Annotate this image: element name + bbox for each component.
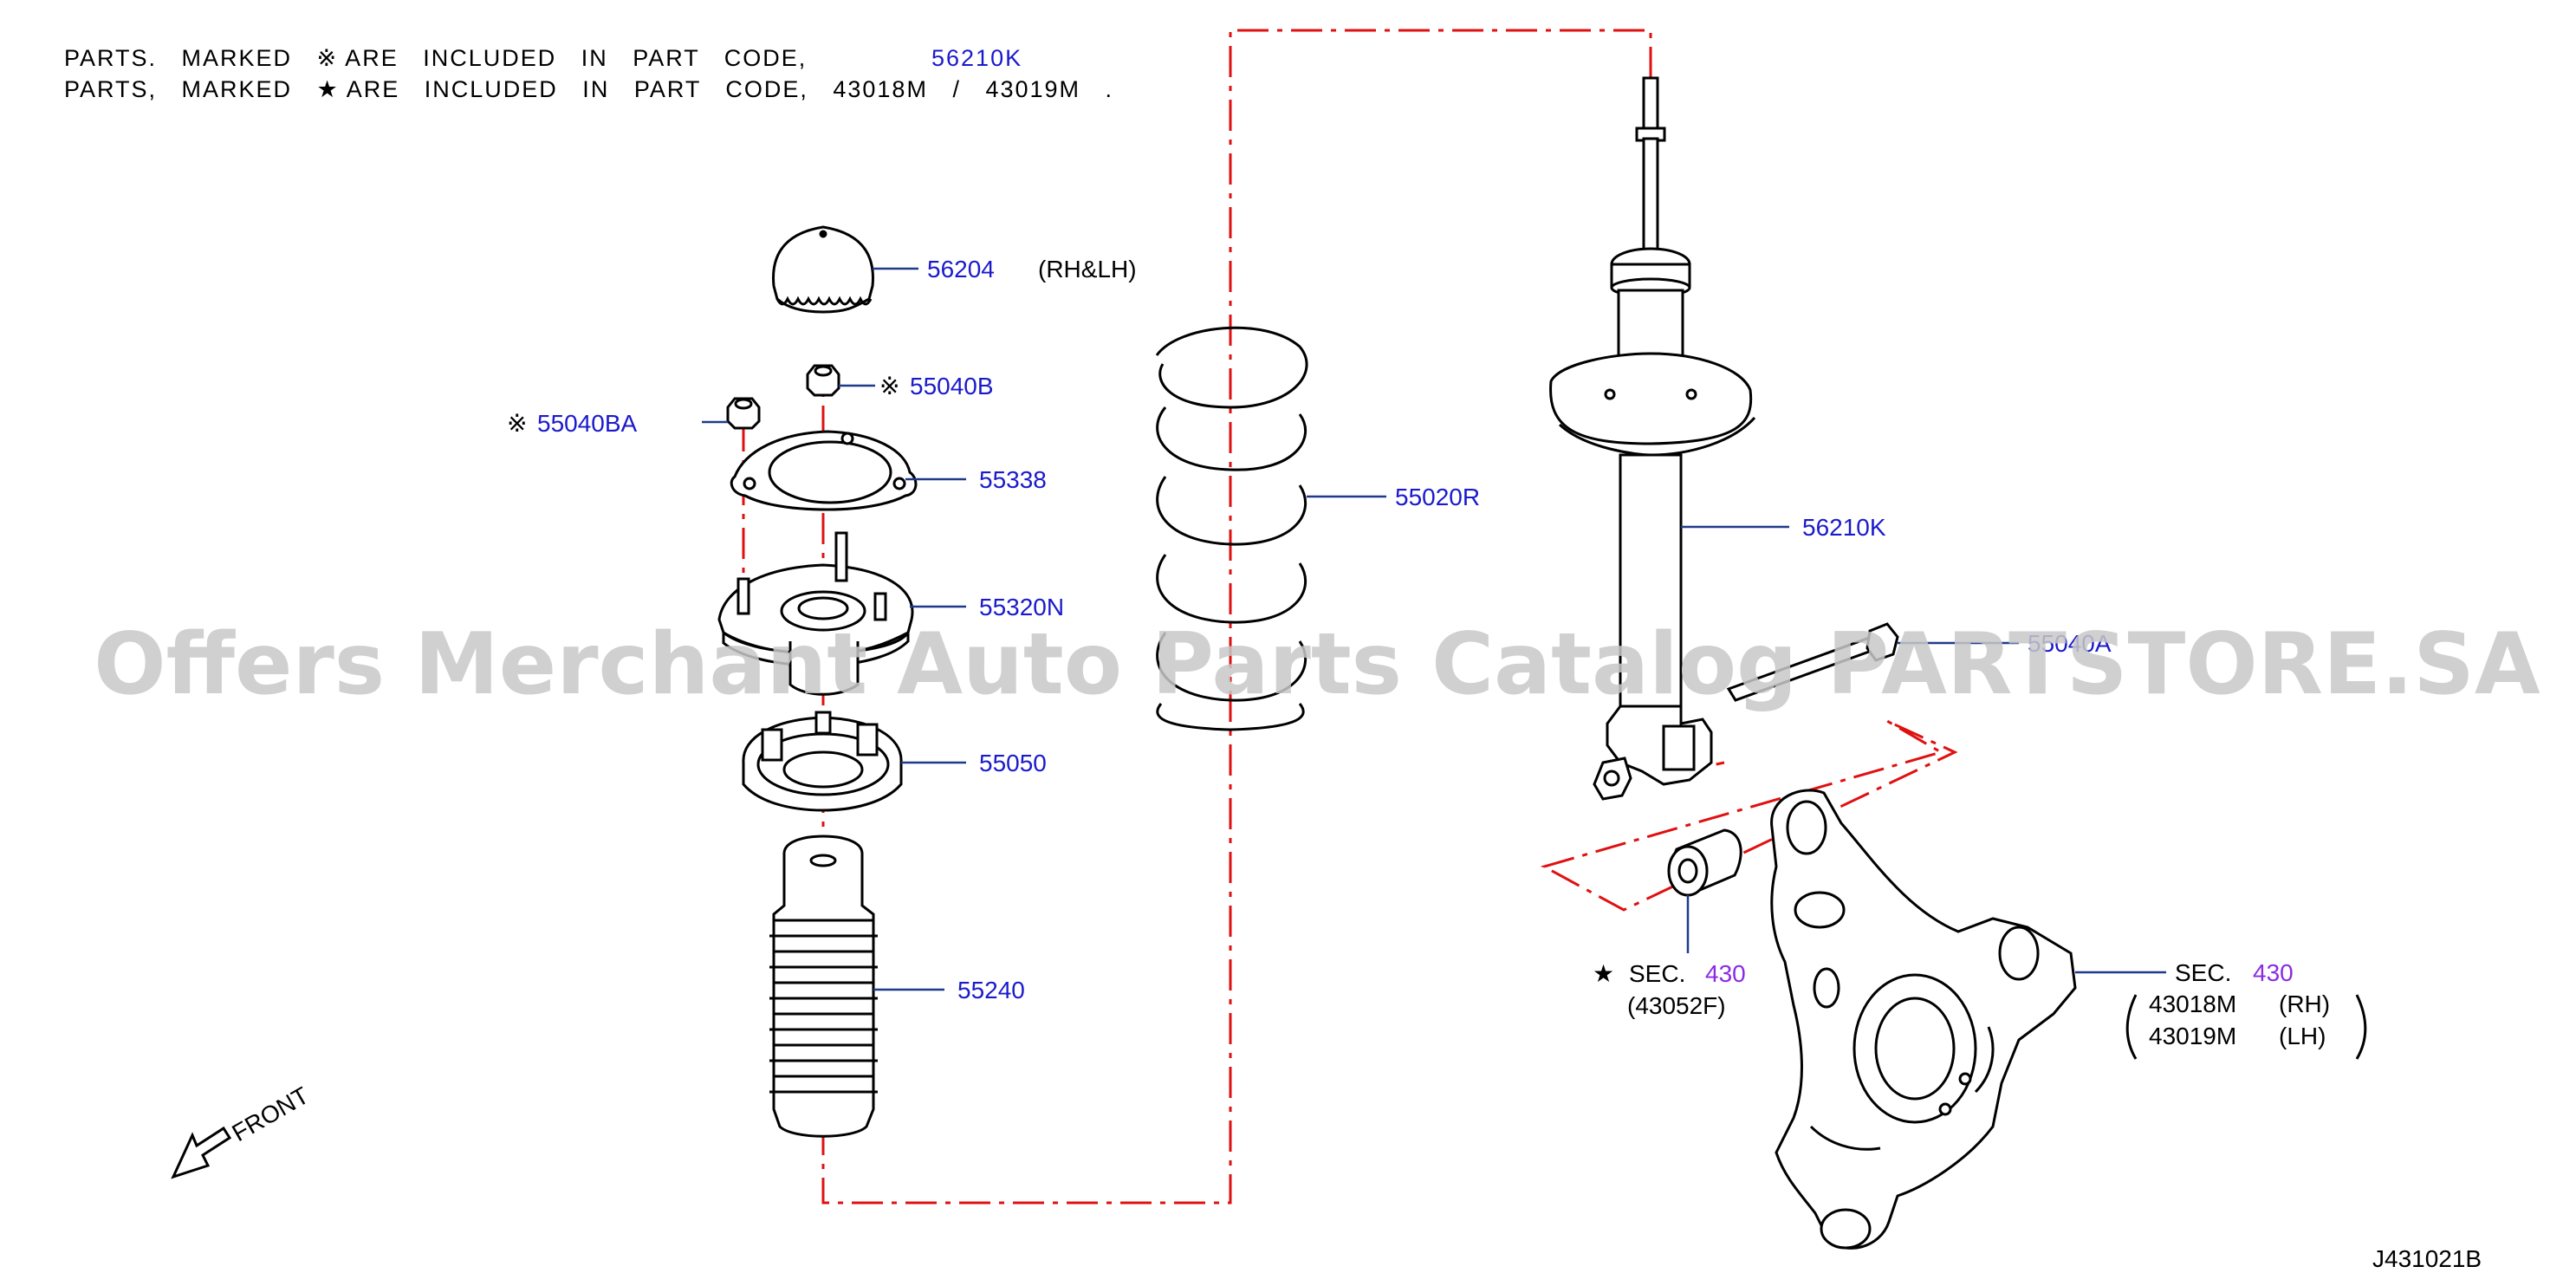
nut-55040BA[interactable] (726, 397, 761, 430)
diagram-code: J431021B (2372, 1245, 2482, 1272)
callout-bushing-sec-num[interactable]: 430 (1705, 960, 1746, 987)
callout-56204[interactable]: 56204 (927, 256, 995, 283)
callout-55040BA-mark: ※ (507, 410, 527, 437)
left-paren (2125, 994, 2138, 1060)
callout-56204-note: (RH&LH) (1038, 256, 1137, 283)
callout-55240[interactable]: 55240 (957, 977, 1025, 1003)
header-line-2: PARTS, MARKED ★ ARE INCLUDED IN PART COD… (64, 76, 1114, 102)
seat-55050[interactable] (742, 711, 903, 812)
header-line-1: PARTS. MARKED ※ ARE INCLUDED IN PART COD… (64, 45, 1021, 72)
callout-55020R[interactable]: 55020R (1395, 484, 1480, 510)
callout-bushing-star: ★ (1593, 960, 1614, 987)
callout-43019M[interactable]: 43019M (2149, 1023, 2236, 1049)
front-arrow-icon (171, 1126, 232, 1179)
callout-55320N[interactable]: 55320N (979, 594, 1064, 620)
callout-55050[interactable]: 55050 (979, 750, 1047, 776)
strut-56210K[interactable] (1549, 76, 1756, 801)
callout-55040B[interactable]: 55040B (910, 373, 994, 399)
boot-55240[interactable] (769, 835, 878, 1138)
callout-43018M-side: (RH) (2279, 990, 2330, 1017)
header-part-code-link[interactable]: 56210K (931, 45, 1023, 71)
callout-43018M[interactable]: 43018M (2149, 990, 2236, 1017)
bolt-55040A[interactable] (1726, 622, 1899, 702)
callout-55040A[interactable]: 55040A (2028, 630, 2112, 657)
cap-56204[interactable] (772, 225, 874, 314)
bushing-43052F[interactable] (1667, 828, 1742, 897)
callout-55040B-mark: ※ (879, 373, 899, 399)
nut-55040B[interactable] (806, 364, 840, 397)
callout-bushing-part: (43052F) (1627, 992, 1726, 1019)
right-paren (2355, 994, 2367, 1060)
callout-55338[interactable]: 55338 (979, 466, 1047, 493)
mount-55320N[interactable] (717, 531, 914, 696)
watermark: Offers Merchant Auto Parts Catalog PARTS… (94, 615, 2540, 714)
knuckle-43018M-43019M[interactable] (1770, 789, 2077, 1250)
leader-lines (702, 267, 2166, 991)
callout-knuckle-sec: SEC. (2175, 959, 2231, 986)
callout-knuckle-sec-num[interactable]: 430 (2253, 959, 2294, 986)
header-line-1-text: PARTS. MARKED ※ ARE INCLUDED IN PART COD… (64, 45, 808, 71)
spring-55020R[interactable] (1155, 326, 1308, 731)
callout-55040BA[interactable]: 55040BA (537, 410, 638, 437)
callout-56210K[interactable]: 56210K (1802, 514, 1886, 541)
plate-55338[interactable] (730, 430, 918, 511)
front-label: FRONT (228, 1081, 314, 1146)
callout-43019M-side: (LH) (2279, 1023, 2326, 1049)
callout-bushing-sec: SEC. (1629, 960, 1685, 987)
